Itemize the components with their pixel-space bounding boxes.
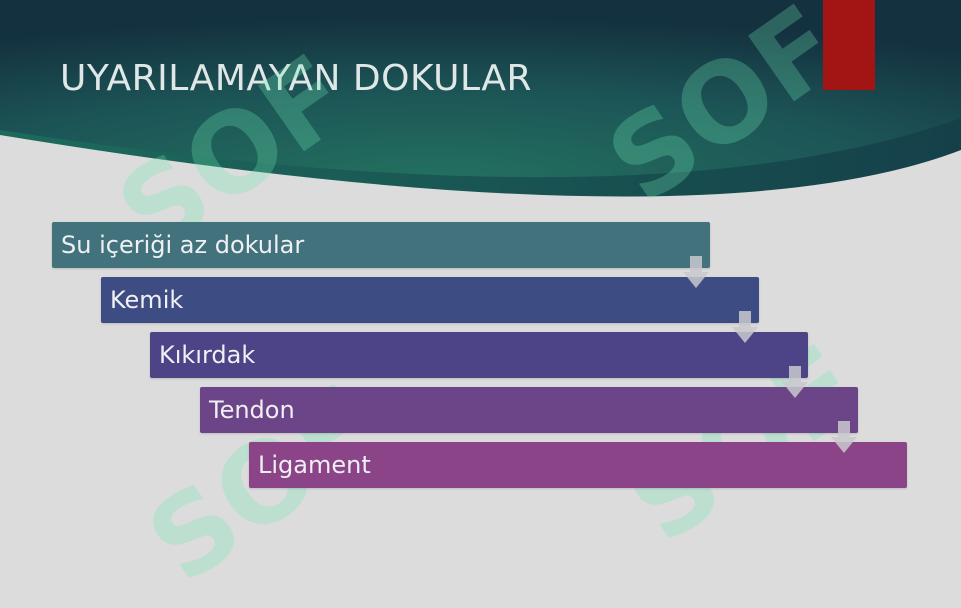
step-label: Kıkırdak	[159, 341, 256, 369]
step-label: Su içeriği az dokular	[61, 231, 305, 259]
step-box: Kemik	[101, 277, 759, 323]
step-box: Tendon	[200, 387, 858, 433]
header-band	[0, 0, 961, 197]
step-box: Ligament	[249, 442, 907, 488]
down-arrow-icon	[683, 256, 709, 288]
step-box: Kıkırdak	[150, 332, 808, 378]
down-arrow-icon	[782, 366, 808, 398]
slide-title: UYARILAMAYAN DOKULAR	[60, 58, 532, 99]
step-label: Kemik	[110, 286, 184, 314]
step-label: Tendon	[209, 396, 295, 424]
step-label: Ligament	[258, 451, 371, 479]
red-accent-bar	[823, 0, 875, 90]
down-arrow-icon	[831, 421, 857, 453]
step-box: Su içeriği az dokular	[52, 222, 710, 268]
down-arrow-icon	[732, 311, 758, 343]
